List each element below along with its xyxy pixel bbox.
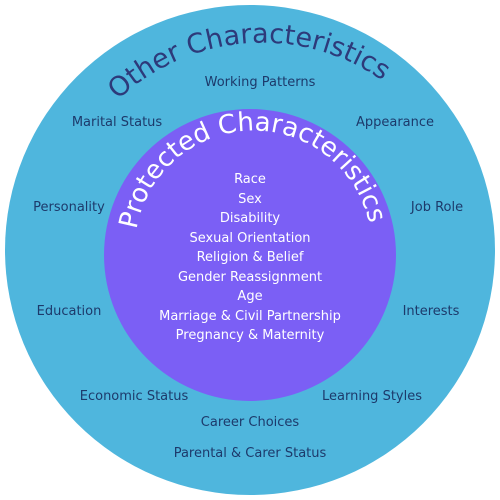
inner-item-marriage-civil-partnership: Marriage & Civil Partnership [159, 309, 341, 324]
inner-item-age: Age [237, 289, 262, 304]
outer-item-career-choices: Career Choices [201, 415, 300, 430]
inner-item-disability: Disability [220, 211, 281, 226]
inner-item-sexual-orientation: Sexual Orientation [189, 231, 310, 246]
outer-item-economic-status: Economic Status [80, 389, 189, 404]
outer-item-parental-carer-status: Parental & Carer Status [174, 446, 327, 461]
inner-circle [104, 109, 396, 401]
outer-item-job-role: Job Role [410, 200, 463, 215]
outer-item-interests: Interests [403, 304, 460, 319]
outer-item-personality: Personality [33, 200, 105, 215]
inner-item-religion-belief: Religion & Belief [197, 250, 304, 265]
outer-item-working-patterns: Working Patterns [205, 75, 316, 90]
outer-item-marital-status: Marital Status [72, 115, 163, 130]
inner-item-sex: Sex [238, 192, 262, 207]
inner-item-race: Race [234, 172, 266, 187]
inner-item-gender-reassignment: Gender Reassignment [178, 270, 322, 285]
outer-item-appearance: Appearance [356, 115, 434, 130]
outer-item-education: Education [37, 304, 102, 319]
outer-item-learning-styles: Learning Styles [322, 389, 422, 404]
inner-item-pregnancy-maternity: Pregnancy & Maternity [176, 328, 325, 343]
